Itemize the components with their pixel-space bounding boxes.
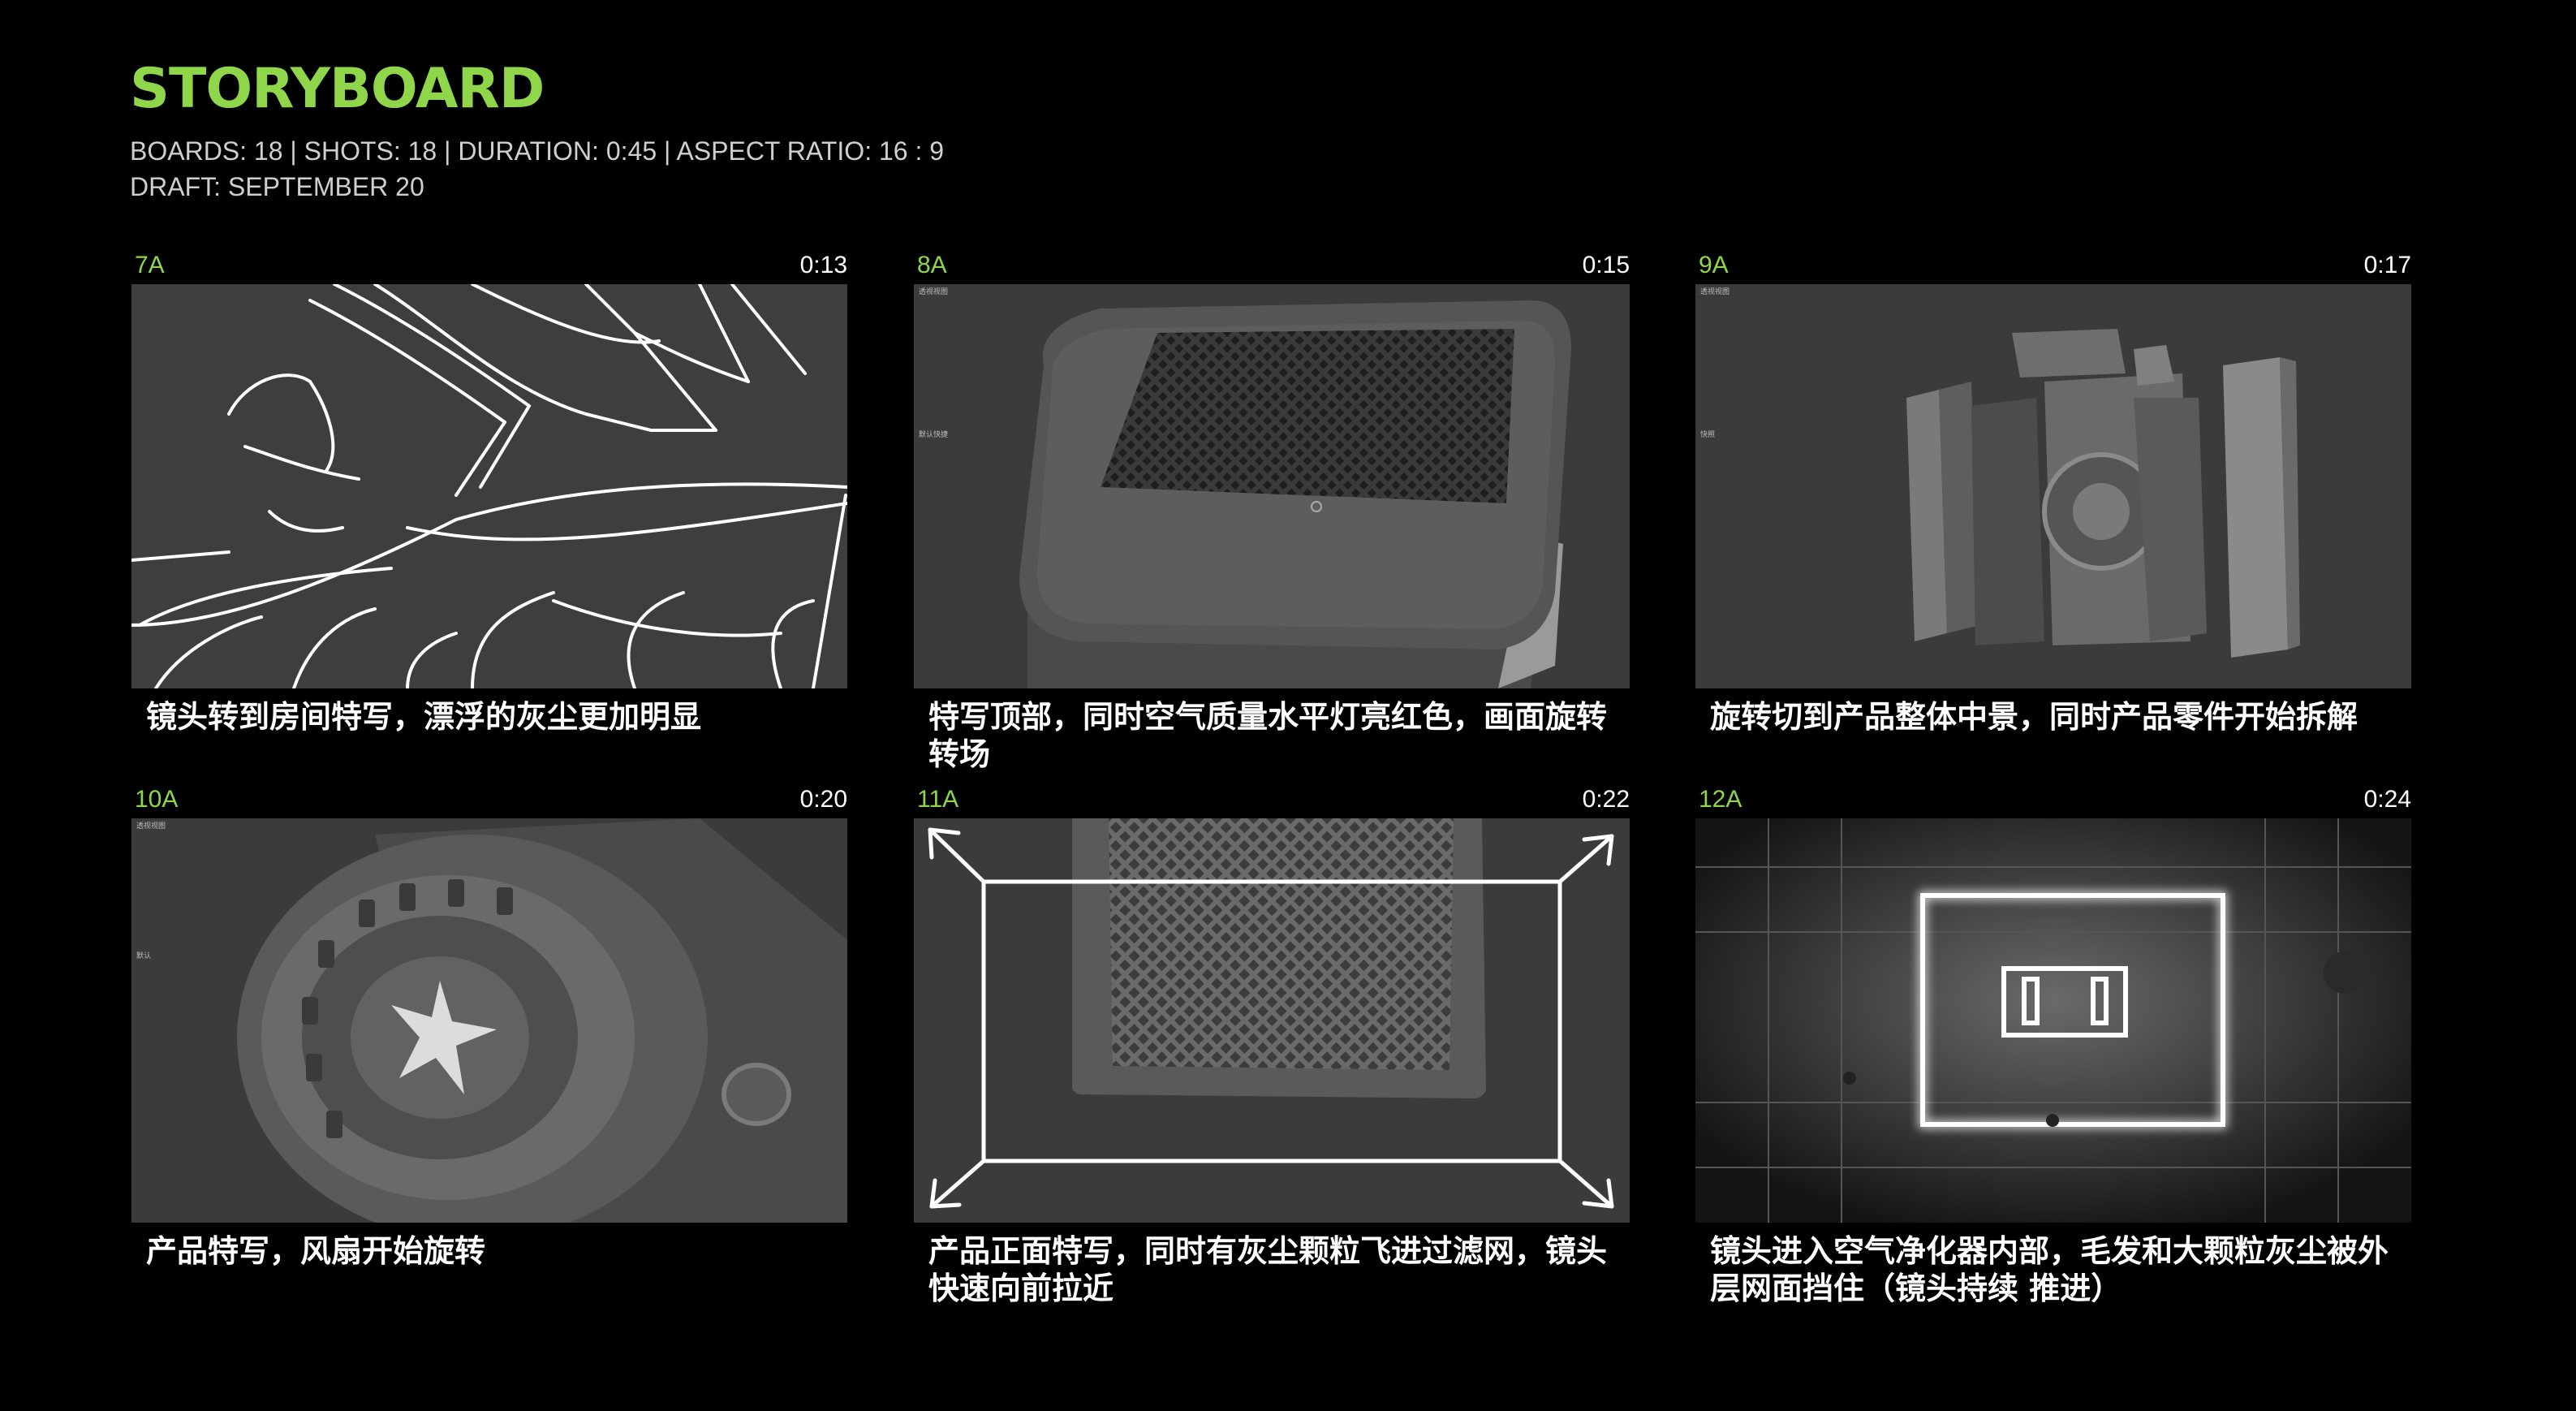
panel-timecode: 0:15 <box>1582 252 1630 278</box>
viewport-label: 快照 <box>1700 431 1716 439</box>
panel-10a[interactable]: 10A 0:20 透视视图 默认 产品特写，风扇开 <box>131 786 847 1270</box>
panel-9a[interactable]: 9A 0:17 透视视图 快照 旋转切到产品整体中景，同时产品零件开始拆解 <box>1695 252 2411 736</box>
panel-frame-render <box>914 818 1630 1223</box>
room-sketch-image <box>131 284 847 688</box>
panel-caption: 特写顶部，同时空气质量水平灯亮红色，画面旋转转场 <box>928 699 1608 772</box>
panel-id: 11A <box>917 786 959 813</box>
panel-id: 10A <box>135 786 179 813</box>
panel-timecode: 0:22 <box>1582 786 1630 813</box>
panel-id: 8A <box>917 252 947 278</box>
panel-id: 9A <box>1699 252 1729 278</box>
panel-id: 12A <box>1699 786 1742 813</box>
fan-closeup-render <box>131 818 847 1223</box>
storyboard-header: STORYBOARD BOARDS: 18 | SHOTS: 18 | DURA… <box>130 62 944 205</box>
panel-caption: 镜头转到房间特写，漂浮的灰尘更加明显 <box>146 699 702 735</box>
panel-7a[interactable]: 7A 0:13 <box>131 252 847 736</box>
exploded-product-render <box>1695 284 2411 688</box>
panel-timecode: 0:20 <box>799 786 847 813</box>
viewport-label: 透视视图 <box>136 822 166 831</box>
viewport-label: 默认 <box>136 952 152 960</box>
page-title: STORYBOARD <box>130 57 545 121</box>
purifier-top-render <box>914 284 1630 688</box>
panel-12a[interactable]: 12A 0:24 <box>1695 786 2411 1307</box>
panel-frame-render: 透视视图 默认 <box>131 818 847 1223</box>
storyboard-meta: BOARDS: 18 | SHOTS: 18 | DURATION: 0:45 … <box>130 133 944 205</box>
viewport-label: 默认快捷 <box>919 431 949 439</box>
purifier-interior-render <box>1695 818 2411 1223</box>
meta-summary: BOARDS: 18 | SHOTS: 18 | DURATION: 0:45 … <box>130 136 945 166</box>
panel-id: 7A <box>135 252 165 278</box>
panel-timecode: 0:13 <box>799 252 847 278</box>
panel-caption: 产品正面特写，同时有灰尘颗粒飞进过滤网，镜头快速向前拉近 <box>928 1233 1608 1306</box>
meta-draft-date: DRAFT: SEPTEMBER 20 <box>130 172 424 201</box>
panel-frame-sketch <box>131 284 847 688</box>
panel-frame-render: 透视视图 快照 <box>1695 284 2411 688</box>
panel-8a[interactable]: 8A 0:15 透视视图 默认快捷 特写顶部，同时空气质量水平灯亮红色，画面旋转… <box>914 252 1630 773</box>
panel-caption: 产品特写，风扇开始旋转 <box>146 1233 486 1269</box>
viewport-label: 透视视图 <box>1700 288 1730 296</box>
panel-11a[interactable]: 11A 0:22 产品正面特写，同时有灰尘颗粒飞进过滤网，镜头快速向前拉近 <box>914 786 1630 1307</box>
panel-caption: 镜头进入空气净化器内部，毛发和大颗粒灰尘被外层网面挡住（镜头持续 推进） <box>1710 1233 2389 1306</box>
viewport-label: 透视视图 <box>919 288 949 296</box>
panel-frame-render <box>1695 818 2411 1223</box>
panel-frame-render: 透视视图 默认快捷 <box>914 284 1630 688</box>
panel-timecode: 0:24 <box>2363 786 2411 813</box>
panel-caption: 旋转切到产品整体中景，同时产品零件开始拆解 <box>1710 699 2358 735</box>
panel-timecode: 0:17 <box>2363 252 2411 278</box>
purifier-front-render <box>914 818 1630 1223</box>
